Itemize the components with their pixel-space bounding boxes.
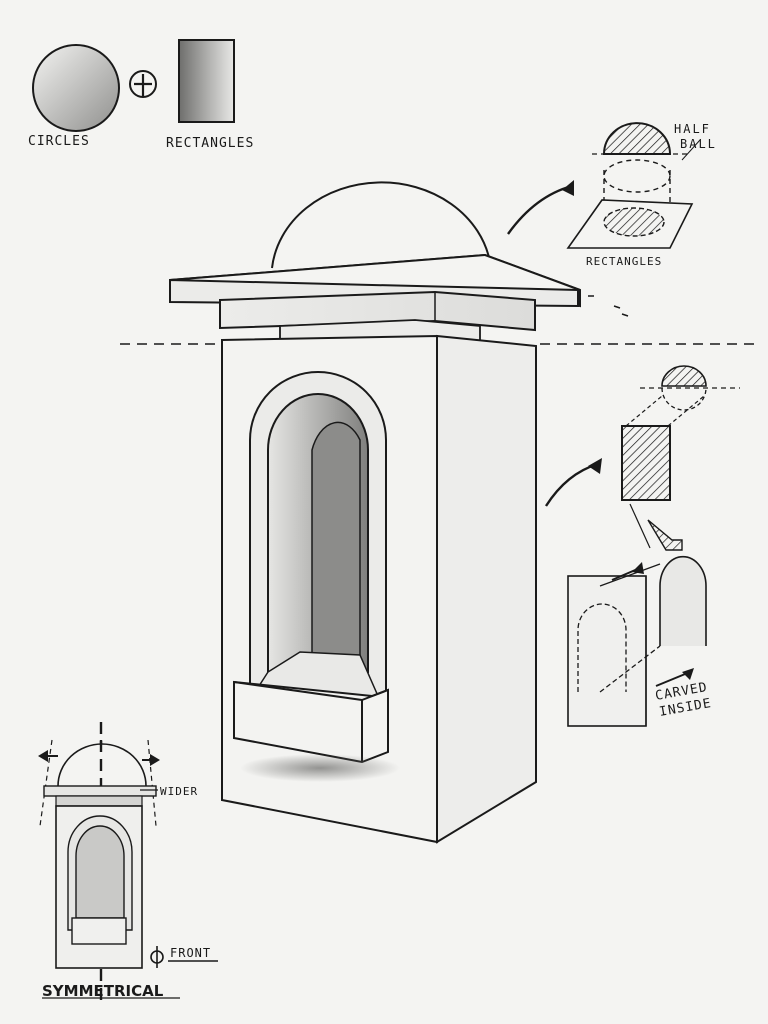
dome: [271, 181, 491, 269]
half-label: HALF: [674, 122, 711, 136]
pillar-main: [120, 181, 755, 844]
half-ball-diagram: [507, 122, 701, 249]
plus-symbol: [129, 70, 157, 98]
ball-label: BALL: [680, 137, 717, 151]
wider-label: WIDER: [160, 785, 198, 798]
primitive-rectangle: [178, 39, 235, 123]
rectangles-label-top: RECTANGLES: [166, 136, 254, 151]
symmetrical-label: SYMMETRICAL: [42, 982, 164, 1000]
front-view-diagram: [38, 722, 218, 1004]
circles-label: CIRCLES: [28, 134, 90, 149]
carved-diagram: [544, 365, 740, 727]
front-label: FRONT: [170, 946, 211, 960]
pillar-side: [436, 334, 537, 844]
rectangles-label-right: RECTANGLES: [586, 255, 662, 268]
primitive-circle: [32, 44, 120, 132]
